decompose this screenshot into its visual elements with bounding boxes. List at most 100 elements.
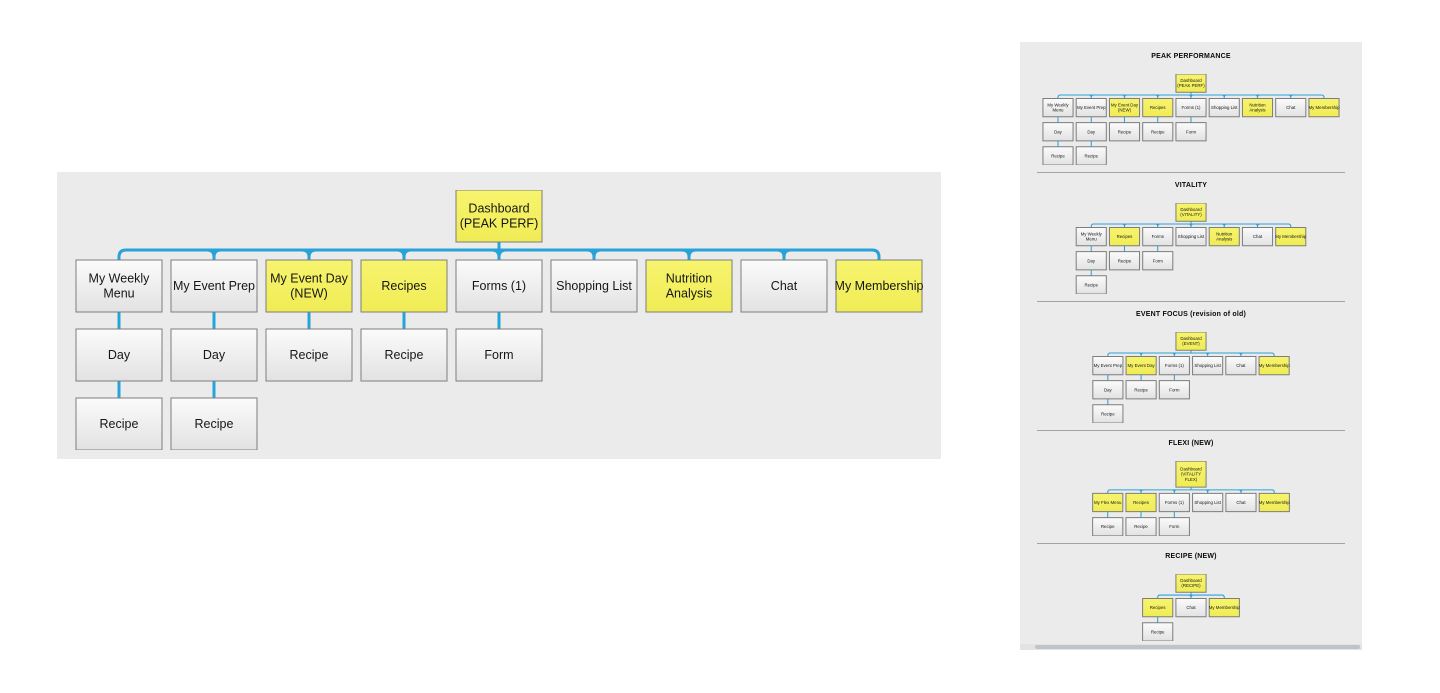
node-dashboard-recipe[interactable]: Dashboard(RECIPE) (1176, 574, 1206, 592)
node-forms-1[interactable]: Forms (1) (456, 260, 542, 312)
node-dashboard-peak-perf[interactable]: Dashboard(PEAK PERF) (456, 190, 542, 242)
node-form[interactable]: Form (1159, 518, 1189, 536)
node-recipe[interactable]: Recipe (361, 329, 447, 381)
node-day[interactable]: Day (1093, 381, 1123, 399)
node-day[interactable]: Day (1076, 252, 1106, 270)
node-recipes[interactable]: Recipes (1126, 493, 1156, 511)
node-shopping-list[interactable]: Shopping List (1193, 357, 1223, 375)
scrollbar-thumb[interactable] (1035, 645, 1360, 649)
node-recipes[interactable]: Recipes (361, 260, 447, 312)
node-my-membership[interactable]: My Membership (1209, 599, 1241, 617)
node-form[interactable]: Form (456, 329, 542, 381)
node-label: My Membership (835, 279, 924, 293)
node-label: Form (1169, 524, 1180, 529)
node-label: Form (484, 348, 513, 362)
node-recipe[interactable]: Recipe (1093, 405, 1123, 423)
node-recipes[interactable]: Recipes (1143, 599, 1173, 617)
connector-lines (1057, 92, 1325, 147)
node-label: Recipes (1133, 500, 1150, 505)
connector-lines (1107, 350, 1275, 405)
section-title: VITALITY (1174, 182, 1208, 189)
node-label: Day (1087, 129, 1096, 134)
node-form[interactable]: Form (1143, 252, 1173, 270)
node-recipe[interactable]: Recipe (1109, 123, 1139, 141)
node-shopping-list[interactable]: Shopping List (1176, 228, 1206, 246)
node-forms[interactable]: Forms (1143, 228, 1173, 246)
node-chat[interactable]: Chat (1226, 357, 1256, 375)
node-label: Chat (771, 279, 798, 293)
node-forms-1[interactable]: Forms (1) (1159, 357, 1189, 375)
node-day[interactable]: Day (1076, 123, 1106, 141)
node-my-membership[interactable]: My Membership (1308, 99, 1340, 117)
node-chat[interactable]: Chat (1276, 99, 1306, 117)
node-recipe[interactable]: Recipe (1143, 123, 1173, 141)
node-chat[interactable]: Chat (1242, 228, 1272, 246)
node-dashboard-event[interactable]: Dashboard(EVENT) (1176, 332, 1206, 350)
node-dashboard-peak-perf[interactable]: Dashboard(PEAK PERF) (1176, 74, 1206, 92)
node-my-membership[interactable]: My Membership (1275, 228, 1307, 246)
node-form[interactable]: Form (1176, 123, 1206, 141)
section-divider (1037, 301, 1345, 302)
node-recipe[interactable]: Recipe (1076, 276, 1106, 294)
node-recipe[interactable]: Recipe (1043, 147, 1073, 165)
node-recipe[interactable]: Recipe (1109, 252, 1139, 270)
node-my-event-day-new[interactable]: My Event Day(NEW) (1109, 99, 1139, 117)
node-recipes[interactable]: Recipes (1143, 99, 1173, 117)
node-recipe[interactable]: Recipe (76, 398, 162, 450)
node-my-event-prep[interactable]: My Event Prep (1076, 99, 1106, 117)
node-my-event-day-new[interactable]: My Event Day(NEW) (266, 260, 352, 312)
node-forms-1[interactable]: Forms (1) (1159, 493, 1189, 511)
node-recipe[interactable]: Recipe (1126, 518, 1156, 536)
node-my-flex-menu[interactable]: My Flex Menu (1093, 493, 1123, 511)
node-day[interactable]: Day (76, 329, 162, 381)
node-label: Recipe (1151, 629, 1165, 634)
node-recipe[interactable]: Recipe (171, 398, 257, 450)
node-recipe[interactable]: Recipe (1093, 518, 1123, 536)
node-shopping-list[interactable]: Shopping List (1209, 99, 1239, 117)
node-my-membership[interactable]: My Membership (1259, 493, 1291, 511)
node-recipe[interactable]: Recipe (1126, 381, 1156, 399)
node-dashboard-vitality[interactable]: Dashboard(VITALITY) (1176, 203, 1206, 221)
node-chat[interactable]: Chat (1176, 599, 1206, 617)
node-label: My Membership (1209, 605, 1241, 610)
node-my-membership[interactable]: My Membership (1259, 357, 1291, 375)
node-label: Form (1153, 258, 1164, 263)
node-day[interactable]: Day (1043, 123, 1073, 141)
node-shopping-list[interactable]: Shopping List (1193, 493, 1223, 511)
node-recipe[interactable]: Recipe (266, 329, 352, 381)
horizontal-scrollbar[interactable] (1020, 644, 1362, 650)
node-label: My Membership (1259, 363, 1291, 368)
node-label: Chat (1253, 234, 1263, 239)
node-shopping-list[interactable]: Shopping List (551, 260, 637, 312)
node-label: My Event Day(NEW) (270, 272, 349, 301)
node-form[interactable]: Form (1159, 381, 1189, 399)
node-chat[interactable]: Chat (1226, 493, 1256, 511)
node-my-event-prep[interactable]: My Event Prep (171, 260, 257, 312)
node-forms-1[interactable]: Forms (1) (1176, 99, 1206, 117)
section-title: EVENT FOCUS (revision of old) (1135, 311, 1247, 318)
node-my-membership[interactable]: My Membership (835, 260, 924, 312)
node-day[interactable]: Day (171, 329, 257, 381)
node-my-event-prep[interactable]: My Event Prep (1093, 357, 1123, 375)
node-label: Dashboard(VITALITY) (1180, 207, 1202, 217)
node-chat[interactable]: Chat (741, 260, 827, 312)
node-recipes[interactable]: Recipes (1109, 228, 1139, 246)
section-divider (1037, 430, 1345, 431)
node-recipe[interactable]: Recipe (1076, 147, 1106, 165)
node-my-event-day[interactable]: My Event Day (1126, 357, 1156, 375)
node-recipe[interactable]: Recipe (1143, 623, 1173, 641)
